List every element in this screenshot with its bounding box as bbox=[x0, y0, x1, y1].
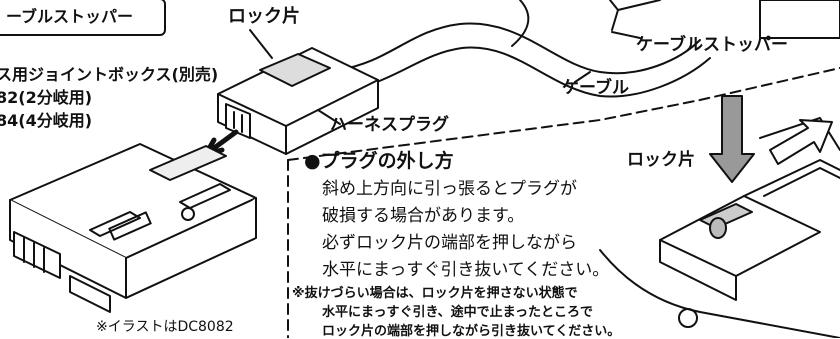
harness-plug-label: ハーネスプラグ bbox=[330, 115, 449, 135]
stopper-box bbox=[759, 0, 840, 39]
junction-box-model-2: 84(4分岐用) bbox=[0, 111, 93, 130]
note-line: ロック片の端部を押しながら引き抜いてください。 bbox=[322, 324, 621, 339]
lock-piece-detail-label: ロック片 bbox=[627, 150, 695, 170]
cable-label: ケーブル bbox=[562, 78, 629, 98]
junction-box-model-1: 82(2分岐用) bbox=[0, 88, 93, 107]
dashed-divider bbox=[287, 67, 840, 161]
lock-piece-label: ロック片 bbox=[228, 6, 300, 27]
pull-arrow-right bbox=[769, 119, 833, 165]
stopper-arc bbox=[511, 0, 530, 47]
instruction-line: 必ずロック片の端部を押しながら bbox=[322, 233, 577, 253]
detail-plug bbox=[659, 195, 821, 277]
stopper-box-edge bbox=[609, 0, 661, 31]
instruction-line: 斜め上方向に引っ張るとプラグが bbox=[322, 179, 577, 199]
instruction-line: 破損する場合があります。 bbox=[322, 206, 525, 226]
cable-line bbox=[337, 22, 701, 75]
harness-plug-body bbox=[217, 47, 379, 155]
note-line: 水平にまっすぐ引き、途中で止まったところで bbox=[322, 305, 594, 320]
cable-stopper-label: ケーブルストッパー bbox=[636, 35, 788, 55]
instruction-line: 水平にまっすぐ引き抜いてください。 bbox=[322, 260, 610, 280]
cable-stopper-box-label: ーブルストッパー bbox=[0, 0, 166, 36]
note-line: ※抜けづらい場合は、ロック片を押さない状態で bbox=[292, 286, 578, 301]
junction-box-title: ス用ジョイントボックス(別売) bbox=[0, 65, 219, 84]
illustration-note: ※イラストはDC8082 bbox=[96, 319, 234, 335]
instructions-heading: ●プラグの外し方 bbox=[304, 150, 454, 172]
push-arrow bbox=[709, 95, 755, 183]
